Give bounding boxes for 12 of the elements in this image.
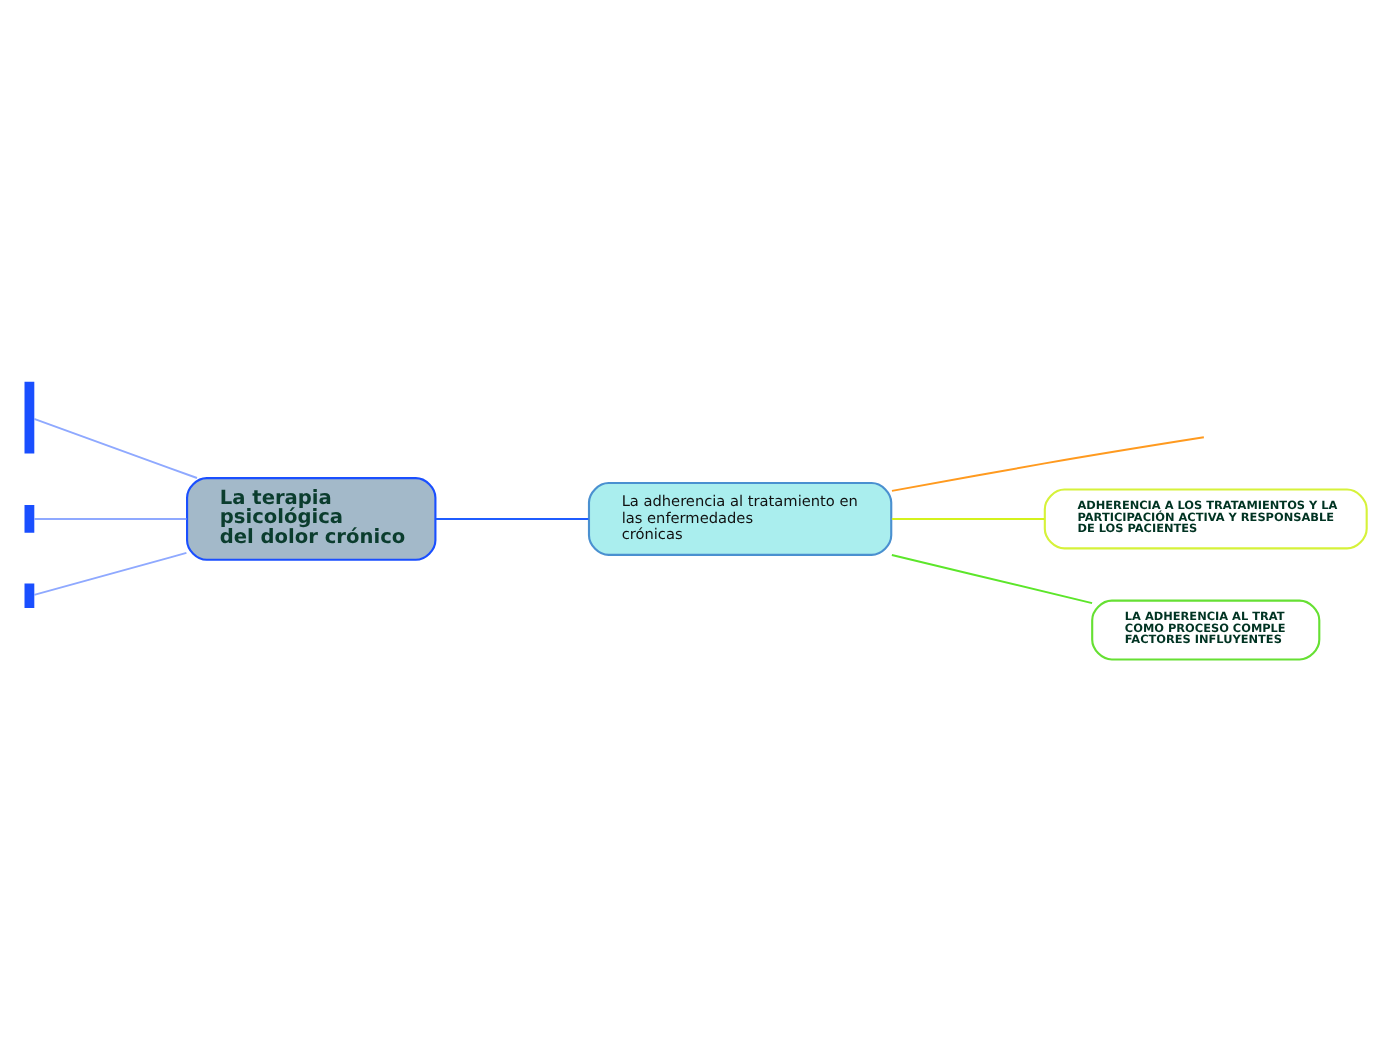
node-bar — [24, 504, 35, 532]
connector — [435, 517, 590, 519]
connector — [33, 517, 188, 519]
node-box: La terapia psicológica del dolor crónico — [186, 476, 437, 560]
node-bar — [24, 380, 35, 453]
connector — [33, 550, 188, 595]
connector — [890, 553, 1094, 604]
connector — [890, 517, 1046, 519]
node-box: La adherencia al tratamiento en las enfermedades crónicas — [587, 480, 893, 555]
connector — [33, 416, 198, 478]
node-bar — [24, 582, 35, 607]
connector — [890, 435, 1205, 491]
